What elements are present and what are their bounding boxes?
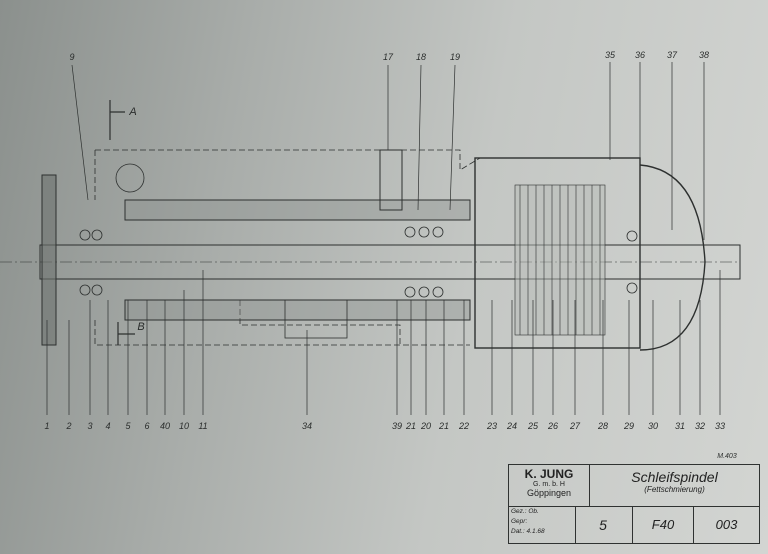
part-label: 3 xyxy=(87,421,93,431)
part-label: 9 xyxy=(69,52,75,62)
part-label: 22 xyxy=(458,421,470,431)
drawing-subtitle: (Fettschmierung) xyxy=(644,485,705,494)
part-label: 30 xyxy=(647,421,659,431)
company-name: K. JUNG xyxy=(524,467,574,481)
part-label: 19 xyxy=(449,52,461,62)
terminal-block xyxy=(284,299,348,339)
part-label: 21 xyxy=(405,421,417,431)
part-label: 4 xyxy=(105,421,111,431)
part-label: 39 xyxy=(391,421,403,431)
part-label: 33 xyxy=(714,421,726,431)
part-label: 26 xyxy=(547,421,559,431)
field-3: 003 xyxy=(715,517,738,532)
title-cell: Schleifspindel (Fettschmierung) xyxy=(590,465,759,507)
part-label: 37 xyxy=(666,50,678,60)
part-label: 35 xyxy=(604,50,616,60)
gez-value: Ob. xyxy=(528,508,539,515)
part-label: 40 xyxy=(159,421,171,431)
company-city: Göppingen xyxy=(526,488,572,498)
gepr-label: Gepr: xyxy=(511,518,528,525)
dat-label: Dat.: xyxy=(511,528,525,535)
part-label: 29 xyxy=(623,421,635,431)
flange xyxy=(41,174,57,346)
motor-housing xyxy=(474,157,641,349)
part-label: 24 xyxy=(506,421,518,431)
part-label: 34 xyxy=(301,421,313,431)
section-marks xyxy=(109,100,135,345)
title-block: K. JUNG G. m. b. H Göppingen Schleifspin… xyxy=(508,464,760,544)
section-label-b: B xyxy=(137,321,145,333)
leader-lines xyxy=(46,62,721,415)
housing-lower xyxy=(124,299,471,321)
bearings xyxy=(79,226,638,298)
part-label: 25 xyxy=(527,421,539,431)
fan-cover xyxy=(639,164,706,351)
field-2: F40 xyxy=(633,507,694,543)
part-label: 32 xyxy=(694,421,706,431)
part-label: 17 xyxy=(382,52,394,62)
gez-label: Gez.: xyxy=(511,508,527,515)
motor-stator xyxy=(514,184,606,336)
part-label: 31 xyxy=(674,421,686,431)
shaft xyxy=(39,244,741,280)
part-label: 38 xyxy=(698,50,710,60)
field-1: 5 xyxy=(574,507,633,543)
part-label: 28 xyxy=(597,421,609,431)
dat-value: 4.1.68 xyxy=(526,528,545,535)
company-cell: K. JUNG G. m. b. H Göppingen xyxy=(509,465,590,507)
part-label: 11 xyxy=(198,421,208,431)
part-label: 18 xyxy=(415,52,427,62)
part-label: 6 xyxy=(144,421,150,431)
section-label-a: A xyxy=(129,106,137,118)
part-label: 2 xyxy=(66,421,72,431)
company-form: G. m. b. H xyxy=(533,481,565,488)
part-label: 27 xyxy=(569,421,581,431)
part-label: 1 xyxy=(44,421,50,431)
sheet-ref: M.403 xyxy=(717,453,737,460)
part-label: 23 xyxy=(486,421,498,431)
part-label: 36 xyxy=(634,50,646,60)
drawing-title: Schleifspindel xyxy=(631,469,718,485)
part-label: 5 xyxy=(125,421,131,431)
part-label: 20 xyxy=(420,421,432,431)
part-label: 10 xyxy=(178,421,190,431)
signature-cell: Gez.: Ob. Gepr: Dat.: 4.1.68 xyxy=(509,507,576,543)
part-label: 21 xyxy=(438,421,450,431)
housing-upper xyxy=(124,199,471,221)
